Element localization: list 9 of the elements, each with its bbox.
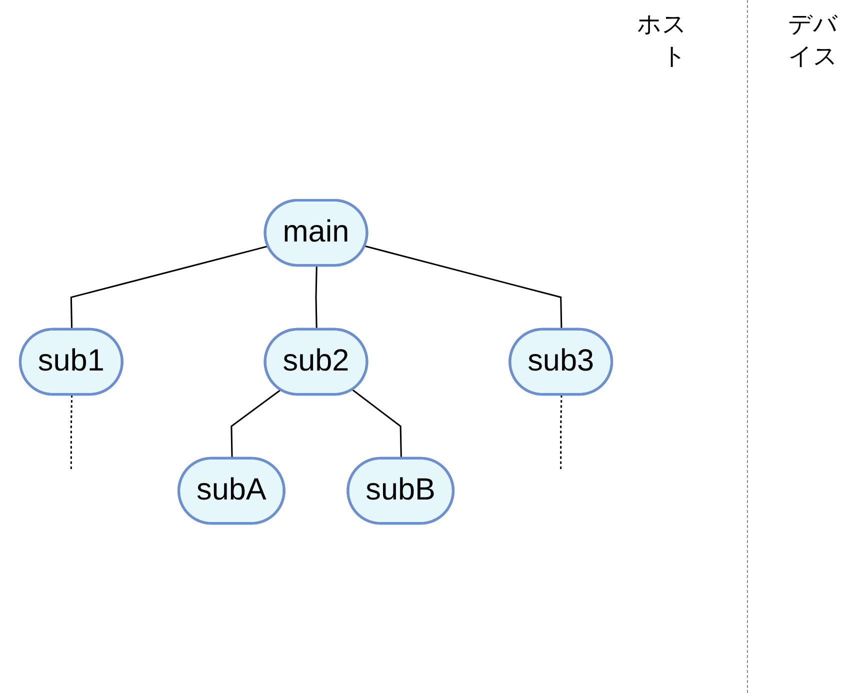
- connector: [70, 245, 268, 330]
- connector: [560, 394, 562, 472]
- connector: [315, 266, 318, 330]
- connector: [352, 388, 402, 459]
- connector: [364, 245, 562, 330]
- connector: [70, 394, 73, 472]
- connector: [230, 388, 282, 459]
- column-heading: デバイス: [788, 11, 838, 70]
- column-heading: ホスト: [637, 11, 687, 70]
